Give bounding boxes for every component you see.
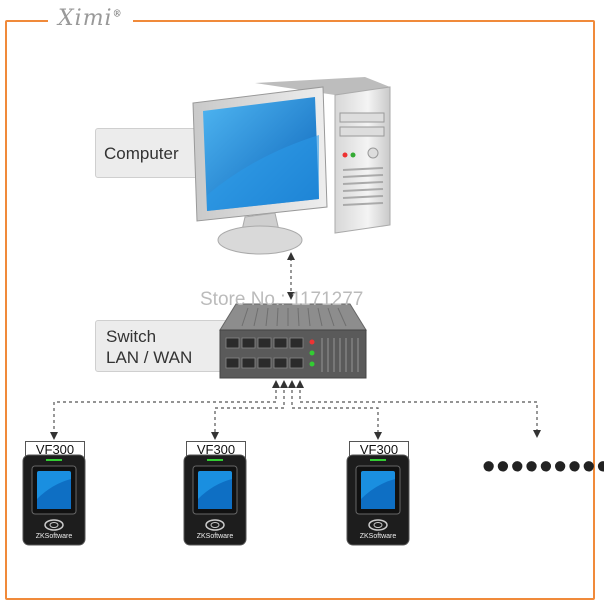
brand-logo: Ximi® [48,6,133,31]
switch-label: Switch LAN / WAN [95,320,235,372]
device-brand-text: ZKSoftware [197,533,234,540]
terminal-device-icon: ZKSoftware [346,454,410,546]
network-switch-icon [219,303,367,379]
device-brand-text: ZKSoftware [360,533,397,540]
more-devices-ellipsis: ••••••••• [482,446,604,488]
computer-icon [192,77,391,255]
terminal-device-icon: ZKSoftware [183,454,247,546]
device-brand-text: ZKSoftware [36,533,73,540]
store-watermark: Store No.: 1171277 [200,289,364,310]
diagram-frame [5,20,595,600]
terminal-device-icon: ZKSoftware [22,454,86,546]
